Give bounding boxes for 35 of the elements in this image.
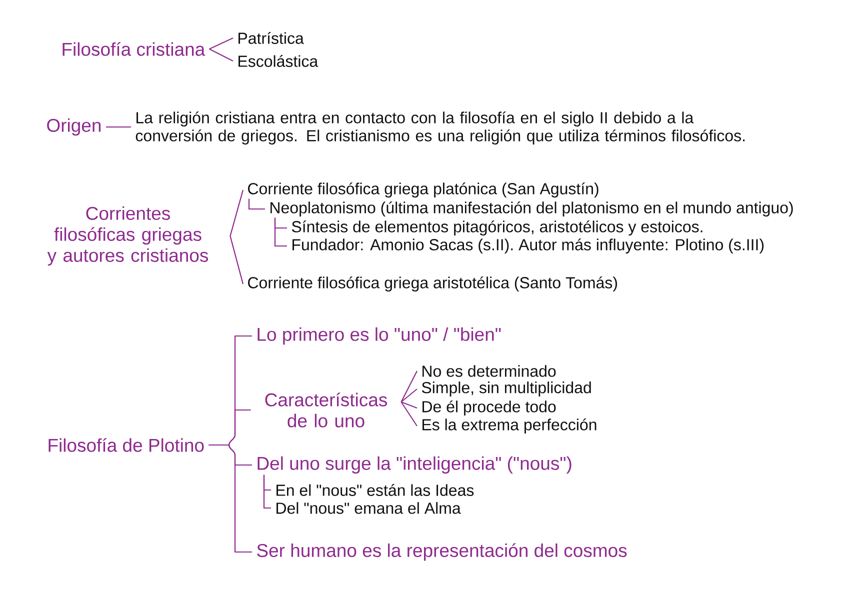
topic-text: Lo primero es lo "uno" / "bien" [258,327,501,345]
connector-line [263,474,271,509]
connector-line [401,401,418,408]
connector-line [209,48,234,62]
subtopic-text: Escolástica [238,55,318,67]
connector-line [274,218,287,247]
topic-text: Filosofía de Plotino [48,438,204,452]
subtopic-text: De él procede todo [422,400,556,416]
topic-text: Del uno surge la "inteligencia" ("nous") [258,456,572,474]
connector-line [106,126,131,128]
subtopic-text: En el "nous" están las Ideas [276,484,474,496]
subtopic-text: Simple, sin multiplicidad [422,382,591,396]
subtopic-text: Fundador: Amonio Sacas (s.II). Autor más influyente: Plotino (s.III) [292,238,764,254]
connector-line [400,370,418,402]
subtopic-text: Es la extrema perfección [422,418,596,434]
topic-text: Filosofía cristiana [62,42,206,56]
connector-line [248,198,265,210]
connector-line [230,236,244,284]
connector-line [230,190,244,236]
description-text: La religión cristiana entra en contacto con la filosofía en el siglo II debido a la conversión de griegos. El cristianismo es una religión que utiliza términos filosóficos. [136,111,745,145]
topic-text: Características de lo uno [265,392,387,428]
connector-line [400,402,418,426]
subtopic-text: Patrística [238,32,304,44]
subtopic-text: Corriente filosófica griega aristotélica (Santo Tomás) [248,276,617,292]
subtopic-text: Del "nous" emana el Alma [276,502,461,514]
topic-text: Ser humano es la representación del cosmos [257,543,627,561]
connector-line [209,38,234,50]
topic-text: Corrientes filosóficas griegas y autores cristianos [47,206,208,266]
subtopic-text: Corriente filosófica griega platónica (San Agustín) [248,182,598,198]
connector-line [208,444,252,553]
subtopic-text: Neoplatonismo (última manifestación del platonismo en el mundo antiguo) [270,201,793,217]
subtopic-text: No es determinado [422,365,556,377]
connector-line [400,388,418,402]
topic-text: Origen [47,118,101,136]
subtopic-text: Síntesis de elementos pitagóricos, aristotélicos y estoicos. [292,220,702,236]
